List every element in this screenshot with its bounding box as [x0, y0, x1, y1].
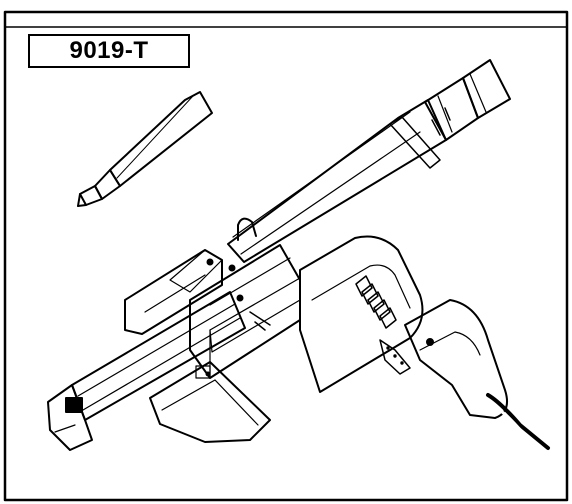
power-screwdriver-icon	[47, 59, 550, 454]
model-label-text: 9019-T	[69, 37, 149, 64]
outer-border	[3, 10, 569, 502]
model-label: 9019-T	[28, 34, 190, 68]
bit-icon	[77, 91, 213, 207]
